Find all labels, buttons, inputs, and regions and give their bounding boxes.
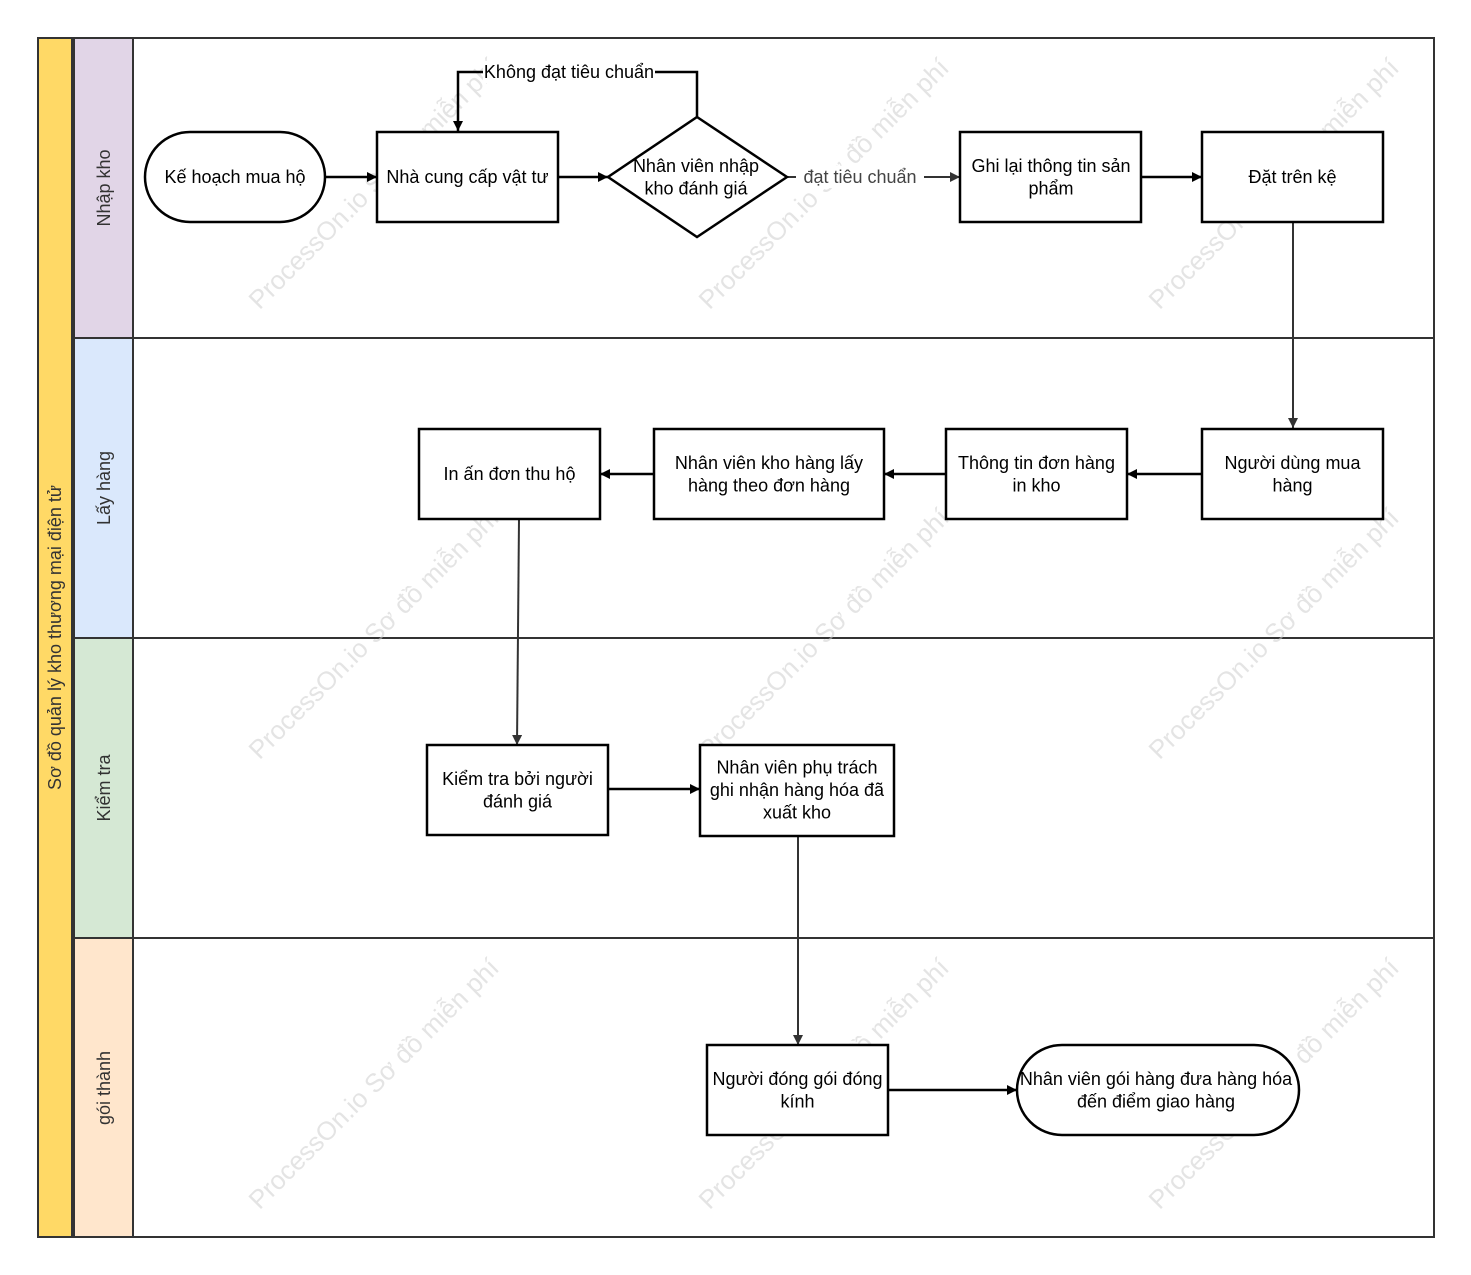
- node-label-line: kính: [780, 1091, 814, 1111]
- node-label-line: Đặt trên kệ: [1248, 167, 1336, 187]
- node-label-line: Kiểm tra bởi người: [442, 769, 593, 789]
- node-label-line: Kế hoạch mua hộ: [164, 167, 305, 187]
- node-label-line: đến điểm giao hàng: [1077, 1091, 1235, 1111]
- node-label-line: Người dùng mua: [1225, 453, 1362, 473]
- node-shape: [143, 130, 327, 224]
- lane-label-nhap-kho: Nhập kho: [94, 149, 114, 226]
- edge-labels: Không đạt tiêu chuẩn đạt tiêu chuẩn: [483, 61, 924, 188]
- node-label-line: xuất kho: [763, 803, 831, 823]
- node-shape: [605, 115, 790, 239]
- node-shape: [1200, 427, 1385, 521]
- node-label-line: In ấn đơn thu hộ: [444, 464, 576, 484]
- node-shape: [417, 427, 602, 521]
- node-shape: [705, 1043, 890, 1137]
- nodes: Kế hoạch mua hộ Nhà cung cấp vật tư Nhân…: [143, 115, 1385, 1137]
- node-shape: [958, 130, 1143, 224]
- node-shape: [698, 743, 896, 838]
- lane-header-kiem-tra: [73, 637, 134, 939]
- node-label-line: đánh giá: [483, 791, 553, 811]
- pool-header: Sơ đồ quản lý kho thương mại điện tử: [37, 37, 73, 1238]
- node-label-line: in kho: [1012, 475, 1060, 495]
- node-label-line: Nhân viên phụ trách: [716, 758, 877, 778]
- node-label-line: Nhân viên kho hàng lấy: [675, 453, 863, 473]
- lane-header-nhap-kho: [73, 37, 134, 339]
- node-shape: [944, 427, 1129, 521]
- edge-label-bg-khong-dat: [483, 61, 655, 83]
- node-label-line: Người đóng gói đóng: [713, 1069, 883, 1089]
- node-ke-hoach-mua-ho[interactable]: Kế hoạch mua hộ: [143, 130, 327, 224]
- node-label: In ấn đơn thu hộ: [444, 464, 576, 484]
- lane-label-kiem-tra: Kiểm tra: [94, 754, 114, 822]
- node-dat-tren-ke[interactable]: Đặt trên kệ: [1200, 130, 1385, 224]
- edge-label-dat: đạt tiêu chuẩn: [803, 167, 916, 187]
- node-shape: [1200, 130, 1385, 224]
- node-shape: [425, 743, 610, 837]
- node-label: Kế hoạch mua hộ: [164, 167, 305, 187]
- node-shape: [1015, 1043, 1301, 1137]
- node-label-line: ghi nhận hàng hóa đã: [710, 780, 885, 800]
- node-in-an-don-thu-ho[interactable]: In ấn đơn thu hộ: [417, 427, 602, 521]
- node-label-line: kho đánh giá: [644, 178, 748, 198]
- node-label-line: Nhân viên gói hàng đưa hàng hóa: [1020, 1069, 1293, 1089]
- node-label: Nhà cung cấp vật tư: [386, 167, 548, 187]
- edge-label-khong-dat: Không đạt tiêu chuẩn: [484, 62, 654, 82]
- node-label-line: phẩm: [1028, 178, 1073, 198]
- pool-header-rect: [37, 37, 73, 1238]
- lane-label-goi-thanh: gói thành: [94, 1051, 114, 1125]
- node-label-line: Ghi lại thông tin sản: [971, 156, 1130, 176]
- edge-label-bg-dat: [796, 166, 924, 188]
- node-label-line: Nhà cung cấp vật tư: [386, 167, 548, 187]
- node-label-line: hàng: [1272, 475, 1312, 495]
- node-label: Đặt trên kệ: [1248, 167, 1336, 187]
- node-shape: [652, 427, 886, 521]
- edges: [325, 70, 1298, 1095]
- node-nha-cung-cap-vat-tu[interactable]: Nhà cung cấp vật tư: [375, 130, 560, 224]
- pool-title: Sơ đồ quản lý kho thương mại điện tử: [45, 485, 65, 790]
- node-label-line: Nhân viên nhập: [633, 156, 759, 176]
- node-label-line: hàng theo đơn hàng: [688, 475, 850, 495]
- node-label-line: Thông tin đơn hàng: [958, 453, 1115, 473]
- lane-label-lay-hang: Lấy hàng: [94, 451, 114, 525]
- node-shape: [375, 130, 560, 224]
- edge-in-an-to-kiem-tra: [512, 518, 523, 746]
